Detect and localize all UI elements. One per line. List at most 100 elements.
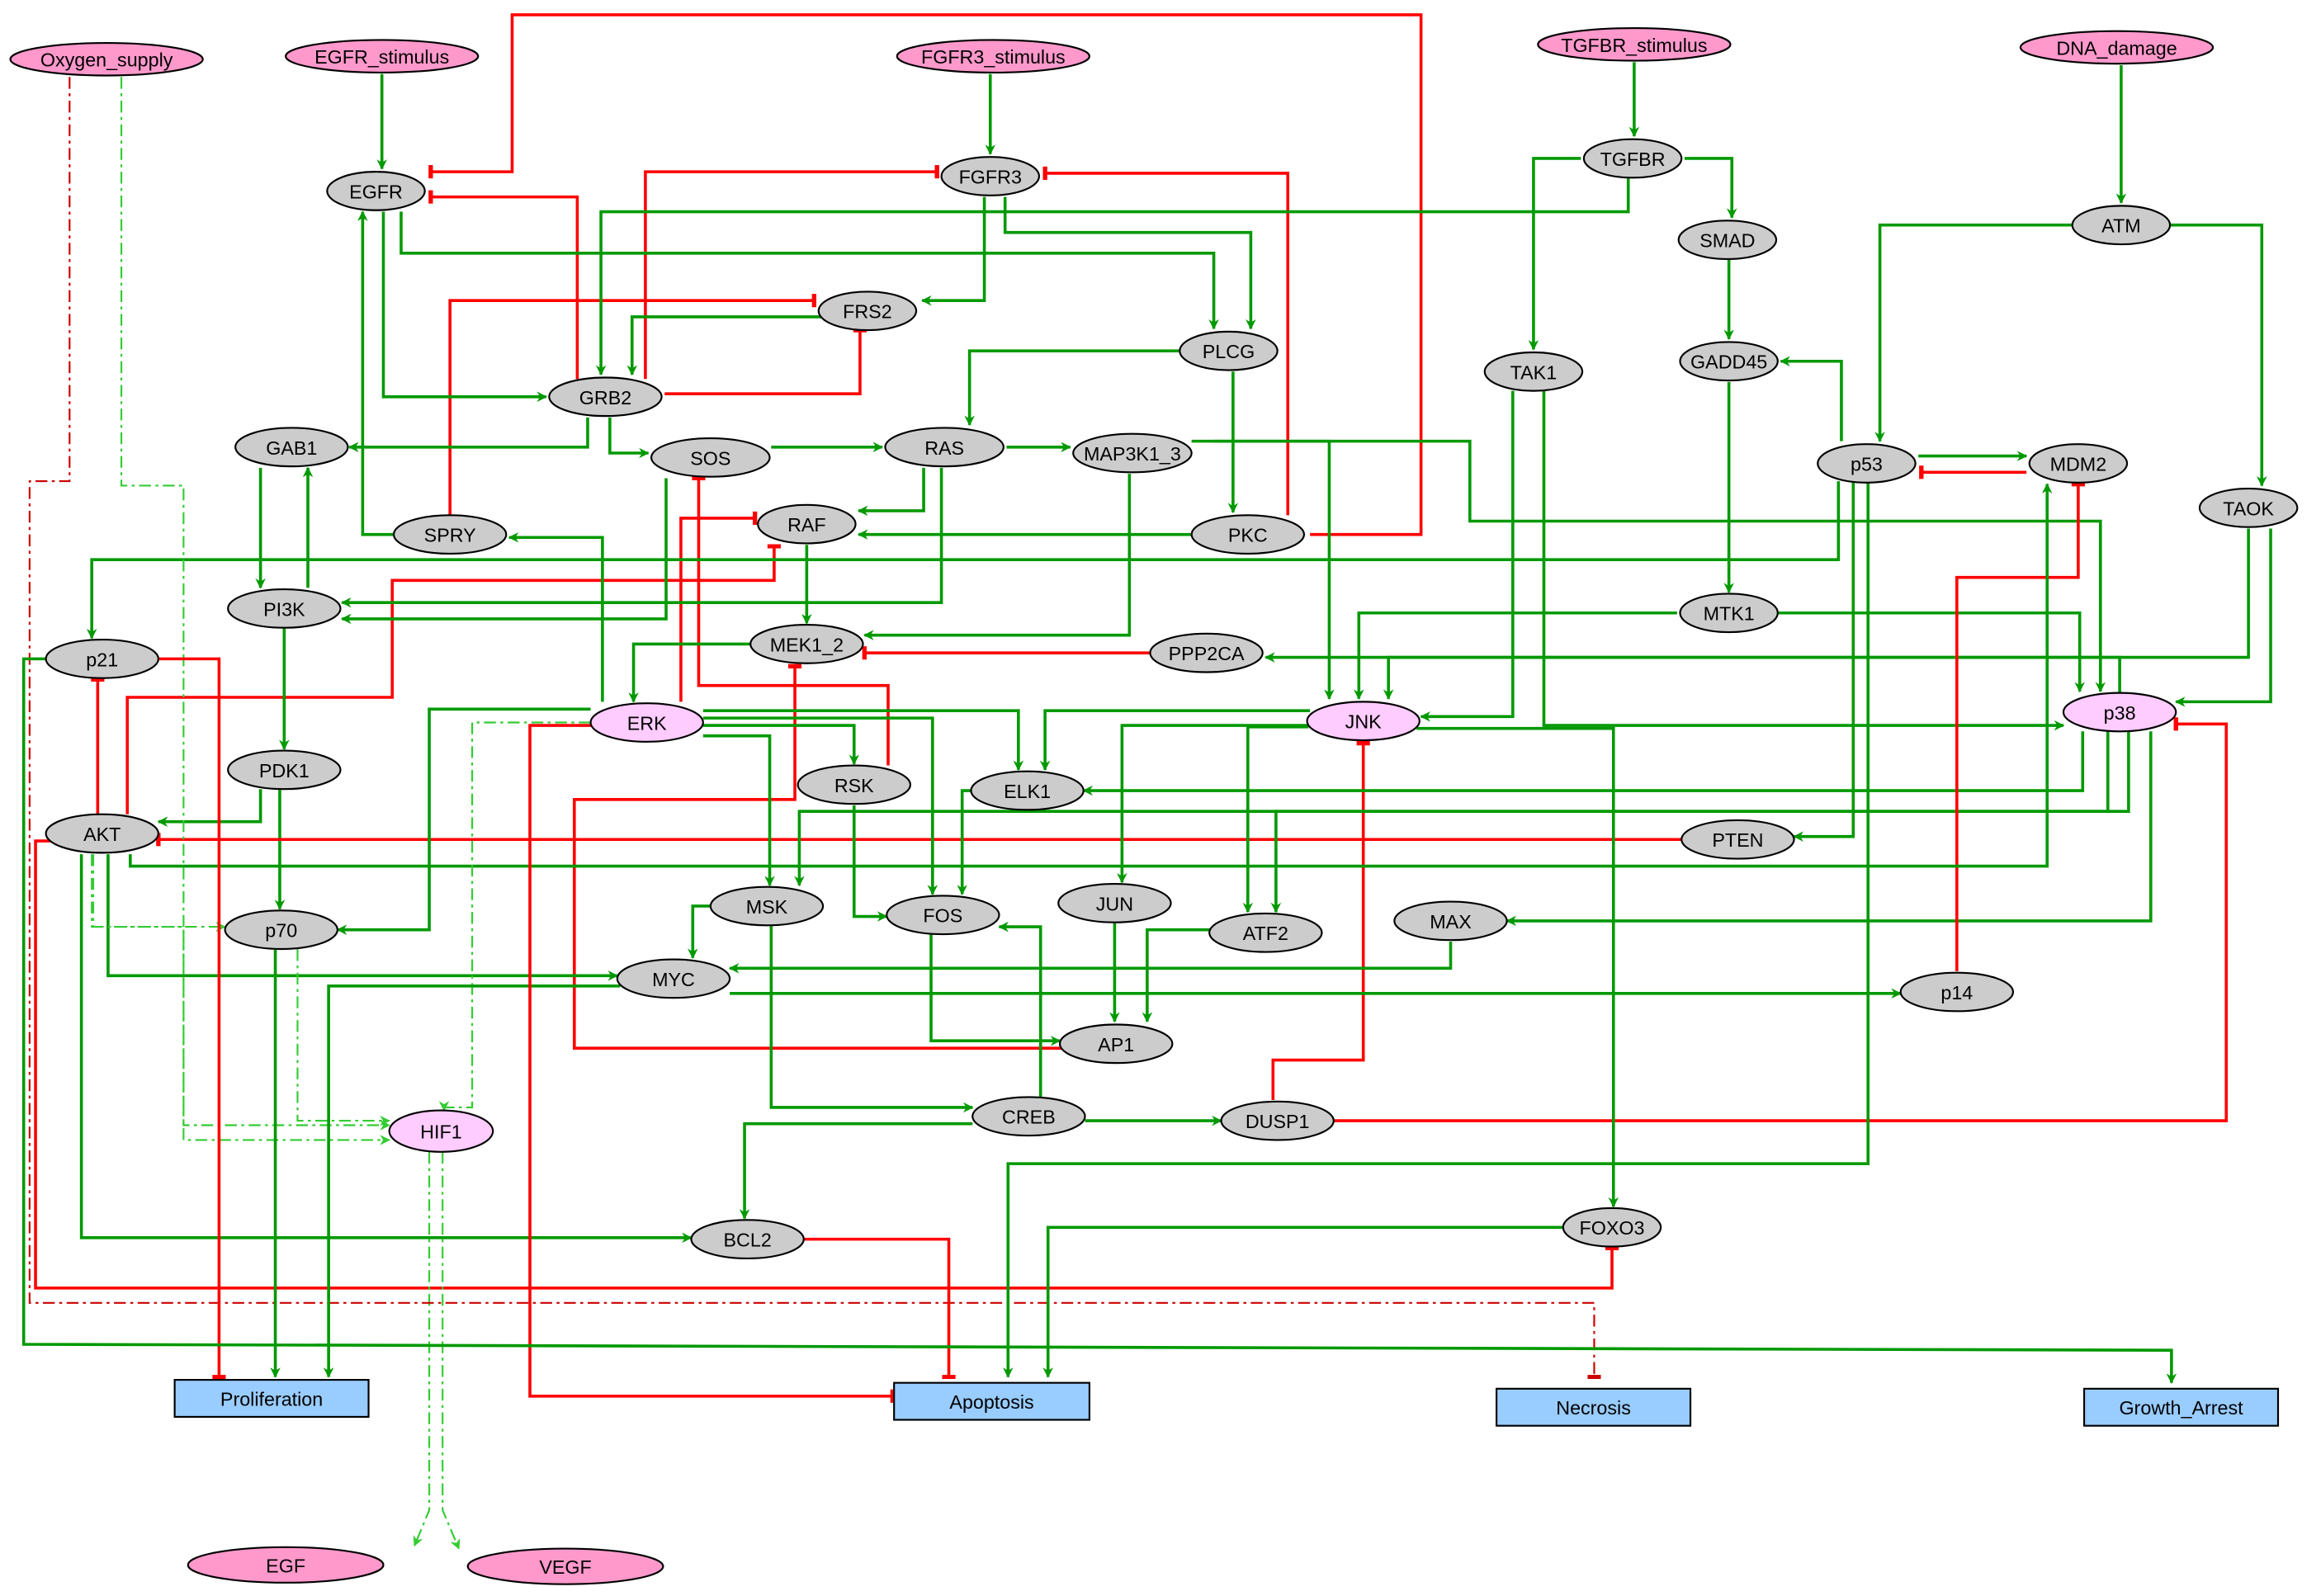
node-gadd45[interactable]: GADD45 xyxy=(1679,341,1779,382)
node-shape xyxy=(2062,692,2177,733)
node-shape xyxy=(388,1109,494,1153)
edge-SPRY-activates-EGFR xyxy=(357,210,397,536)
node-rsk[interactable]: RSK xyxy=(797,764,911,805)
node-shape xyxy=(650,437,771,478)
node-plcg[interactable]: PLCG xyxy=(1179,330,1279,371)
node-shape xyxy=(1677,220,1778,261)
node-egfr-stimulus[interactable]: EGFR_stimulus xyxy=(285,39,480,73)
node-smad[interactable]: SMAD xyxy=(1677,220,1778,261)
node-shape xyxy=(2071,205,2172,246)
node-atf2[interactable]: ATF2 xyxy=(1208,912,1323,953)
node-label: PTEN xyxy=(1712,829,1763,851)
node-elk1[interactable]: ELK1 xyxy=(970,770,1085,811)
edge-ERK-activates-MSK xyxy=(702,734,775,887)
node-erk[interactable]: ERK xyxy=(589,702,704,743)
node-oxygen-supply[interactable]: Oxygen_supply xyxy=(9,41,204,77)
edge-JNK-activates-JUN xyxy=(1117,724,1309,884)
node-label: EGFR xyxy=(349,181,403,202)
node-max[interactable]: MAX xyxy=(1393,900,1508,942)
node-growth-arrest[interactable]: Growth_Arrest xyxy=(2082,1387,2280,1427)
node-p38[interactable]: p38 xyxy=(2062,692,2177,733)
edge-MEK1_2-activates-ERK xyxy=(628,642,751,703)
node-proliferation[interactable]: Proliferation xyxy=(173,1378,370,1418)
node-mek1-2[interactable]: MEK1_2 xyxy=(749,624,864,664)
edge-MTK1-activates-JNK xyxy=(1354,611,1677,701)
node-jnk[interactable]: JNK xyxy=(1306,701,1420,742)
node-foxo3[interactable]: FOXO3 xyxy=(1562,1206,1662,1248)
node-pi3k[interactable]: PI3K xyxy=(227,588,342,629)
node-p21[interactable]: p21 xyxy=(45,638,159,679)
node-ppp2ca[interactable]: PPP2CA xyxy=(1149,632,1264,673)
node-label: MAX xyxy=(1430,911,1472,933)
node-raf[interactable]: RAF xyxy=(757,503,857,545)
node-shape xyxy=(709,885,825,927)
node-mtk1[interactable]: MTK1 xyxy=(1679,593,1779,634)
node-label: FOXO3 xyxy=(1580,1217,1645,1239)
node-p70[interactable]: p70 xyxy=(224,909,338,951)
node-dusp1[interactable]: DUSP1 xyxy=(1220,1100,1335,1141)
edge-ERK-activates-ELK1 xyxy=(702,709,1024,772)
node-pten[interactable]: PTEN xyxy=(1680,819,1795,860)
node-egfr[interactable]: EGFR xyxy=(326,171,426,211)
node-tak1[interactable]: TAK1 xyxy=(1483,351,1584,392)
node-map3k1-3[interactable]: MAP3K1_3 xyxy=(1072,432,1193,474)
node-necrosis[interactable]: Necrosis xyxy=(1496,1387,1692,1427)
node-shape xyxy=(1679,341,1779,382)
edge-PDK1-activates-AKT xyxy=(157,789,262,827)
node-shape xyxy=(1306,701,1420,742)
edge-MYC-activates-Proliferation xyxy=(323,985,621,1378)
node-grb2[interactable]: GRB2 xyxy=(548,376,663,418)
nodes-layer: Oxygen_supply EGFR_stimulus FGFR3_stimulus… xyxy=(9,27,2299,1585)
edge-PKC-inhibits-FGFR3 xyxy=(1042,166,1290,516)
node-shape xyxy=(893,1381,1090,1421)
node-egf[interactable]: EGF xyxy=(187,1546,385,1584)
node-label: PLCG xyxy=(1203,341,1255,362)
node-frs2[interactable]: FRS2 xyxy=(817,290,918,332)
node-tgfbr[interactable]: TGFBR xyxy=(1582,138,1683,179)
node-pkc[interactable]: PKC xyxy=(1190,514,1306,555)
node-label: FRS2 xyxy=(843,301,892,323)
node-p53[interactable]: p53 xyxy=(1817,443,1917,484)
node-label: Necrosis xyxy=(1556,1397,1631,1419)
node-dna-damage[interactable]: DNA_damage xyxy=(2019,30,2215,65)
node-shape xyxy=(234,427,349,468)
edge-p38-activates-ATF2 xyxy=(1270,731,2130,914)
node-hif1[interactable]: HIF1 xyxy=(388,1109,494,1153)
node-creb[interactable]: CREB xyxy=(971,1096,1086,1137)
node-p14[interactable]: p14 xyxy=(1899,971,2015,1013)
node-pdk1[interactable]: PDK1 xyxy=(227,749,342,791)
edge-p14-inhibits-MDM2 xyxy=(1955,481,2085,971)
node-shape xyxy=(1072,432,1193,474)
node-sos[interactable]: SOS xyxy=(650,437,771,478)
edge-JNK-activates-ELK1 xyxy=(1039,709,1311,772)
node-ras[interactable]: RAS xyxy=(884,427,1005,468)
node-mdm2[interactable]: MDM2 xyxy=(2028,443,2129,484)
node-bcl2[interactable]: BCL2 xyxy=(690,1219,805,1260)
node-tgfbr-stimulus[interactable]: TGFBR_stimulus xyxy=(1537,27,1732,62)
edge-GRB2-inhibits-EGFR xyxy=(428,190,579,380)
edge-FRS2-activates-GRB2 xyxy=(626,315,822,376)
node-myc[interactable]: MYC xyxy=(616,958,731,999)
node-fgfr3-stimulus[interactable]: FGFR3_stimulus xyxy=(896,39,1090,73)
node-label: TGFBR_stimulus xyxy=(1561,35,1707,56)
node-spry[interactable]: SPRY xyxy=(392,514,508,555)
node-taok[interactable]: TAOK xyxy=(2198,487,2299,528)
node-label: VEGF xyxy=(539,1556,591,1578)
edge-MAX-activates-MYC xyxy=(728,942,1453,974)
edge-SPRY-inhibits-FRS2 xyxy=(448,294,817,516)
node-fos[interactable]: FOS xyxy=(886,895,1000,936)
node-ap1[interactable]: AP1 xyxy=(1058,1023,1174,1065)
node-gab1[interactable]: GAB1 xyxy=(234,427,349,468)
node-fgfr3[interactable]: FGFR3 xyxy=(940,156,1041,196)
node-shape xyxy=(1899,971,2015,1013)
node-shape xyxy=(1393,900,1508,942)
node-label: TAOK xyxy=(2223,498,2274,519)
node-vegf[interactable]: VEGF xyxy=(466,1547,664,1585)
node-akt[interactable]: AKT xyxy=(45,813,159,854)
edge-RAS-activates-PI3K xyxy=(341,467,943,608)
node-jun[interactable]: JUN xyxy=(1057,882,1172,923)
node-label: PI3K xyxy=(263,598,305,620)
node-msk[interactable]: MSK xyxy=(709,885,825,927)
node-atm[interactable]: ATM xyxy=(2071,205,2172,246)
node-apoptosis[interactable]: Apoptosis xyxy=(893,1381,1090,1421)
